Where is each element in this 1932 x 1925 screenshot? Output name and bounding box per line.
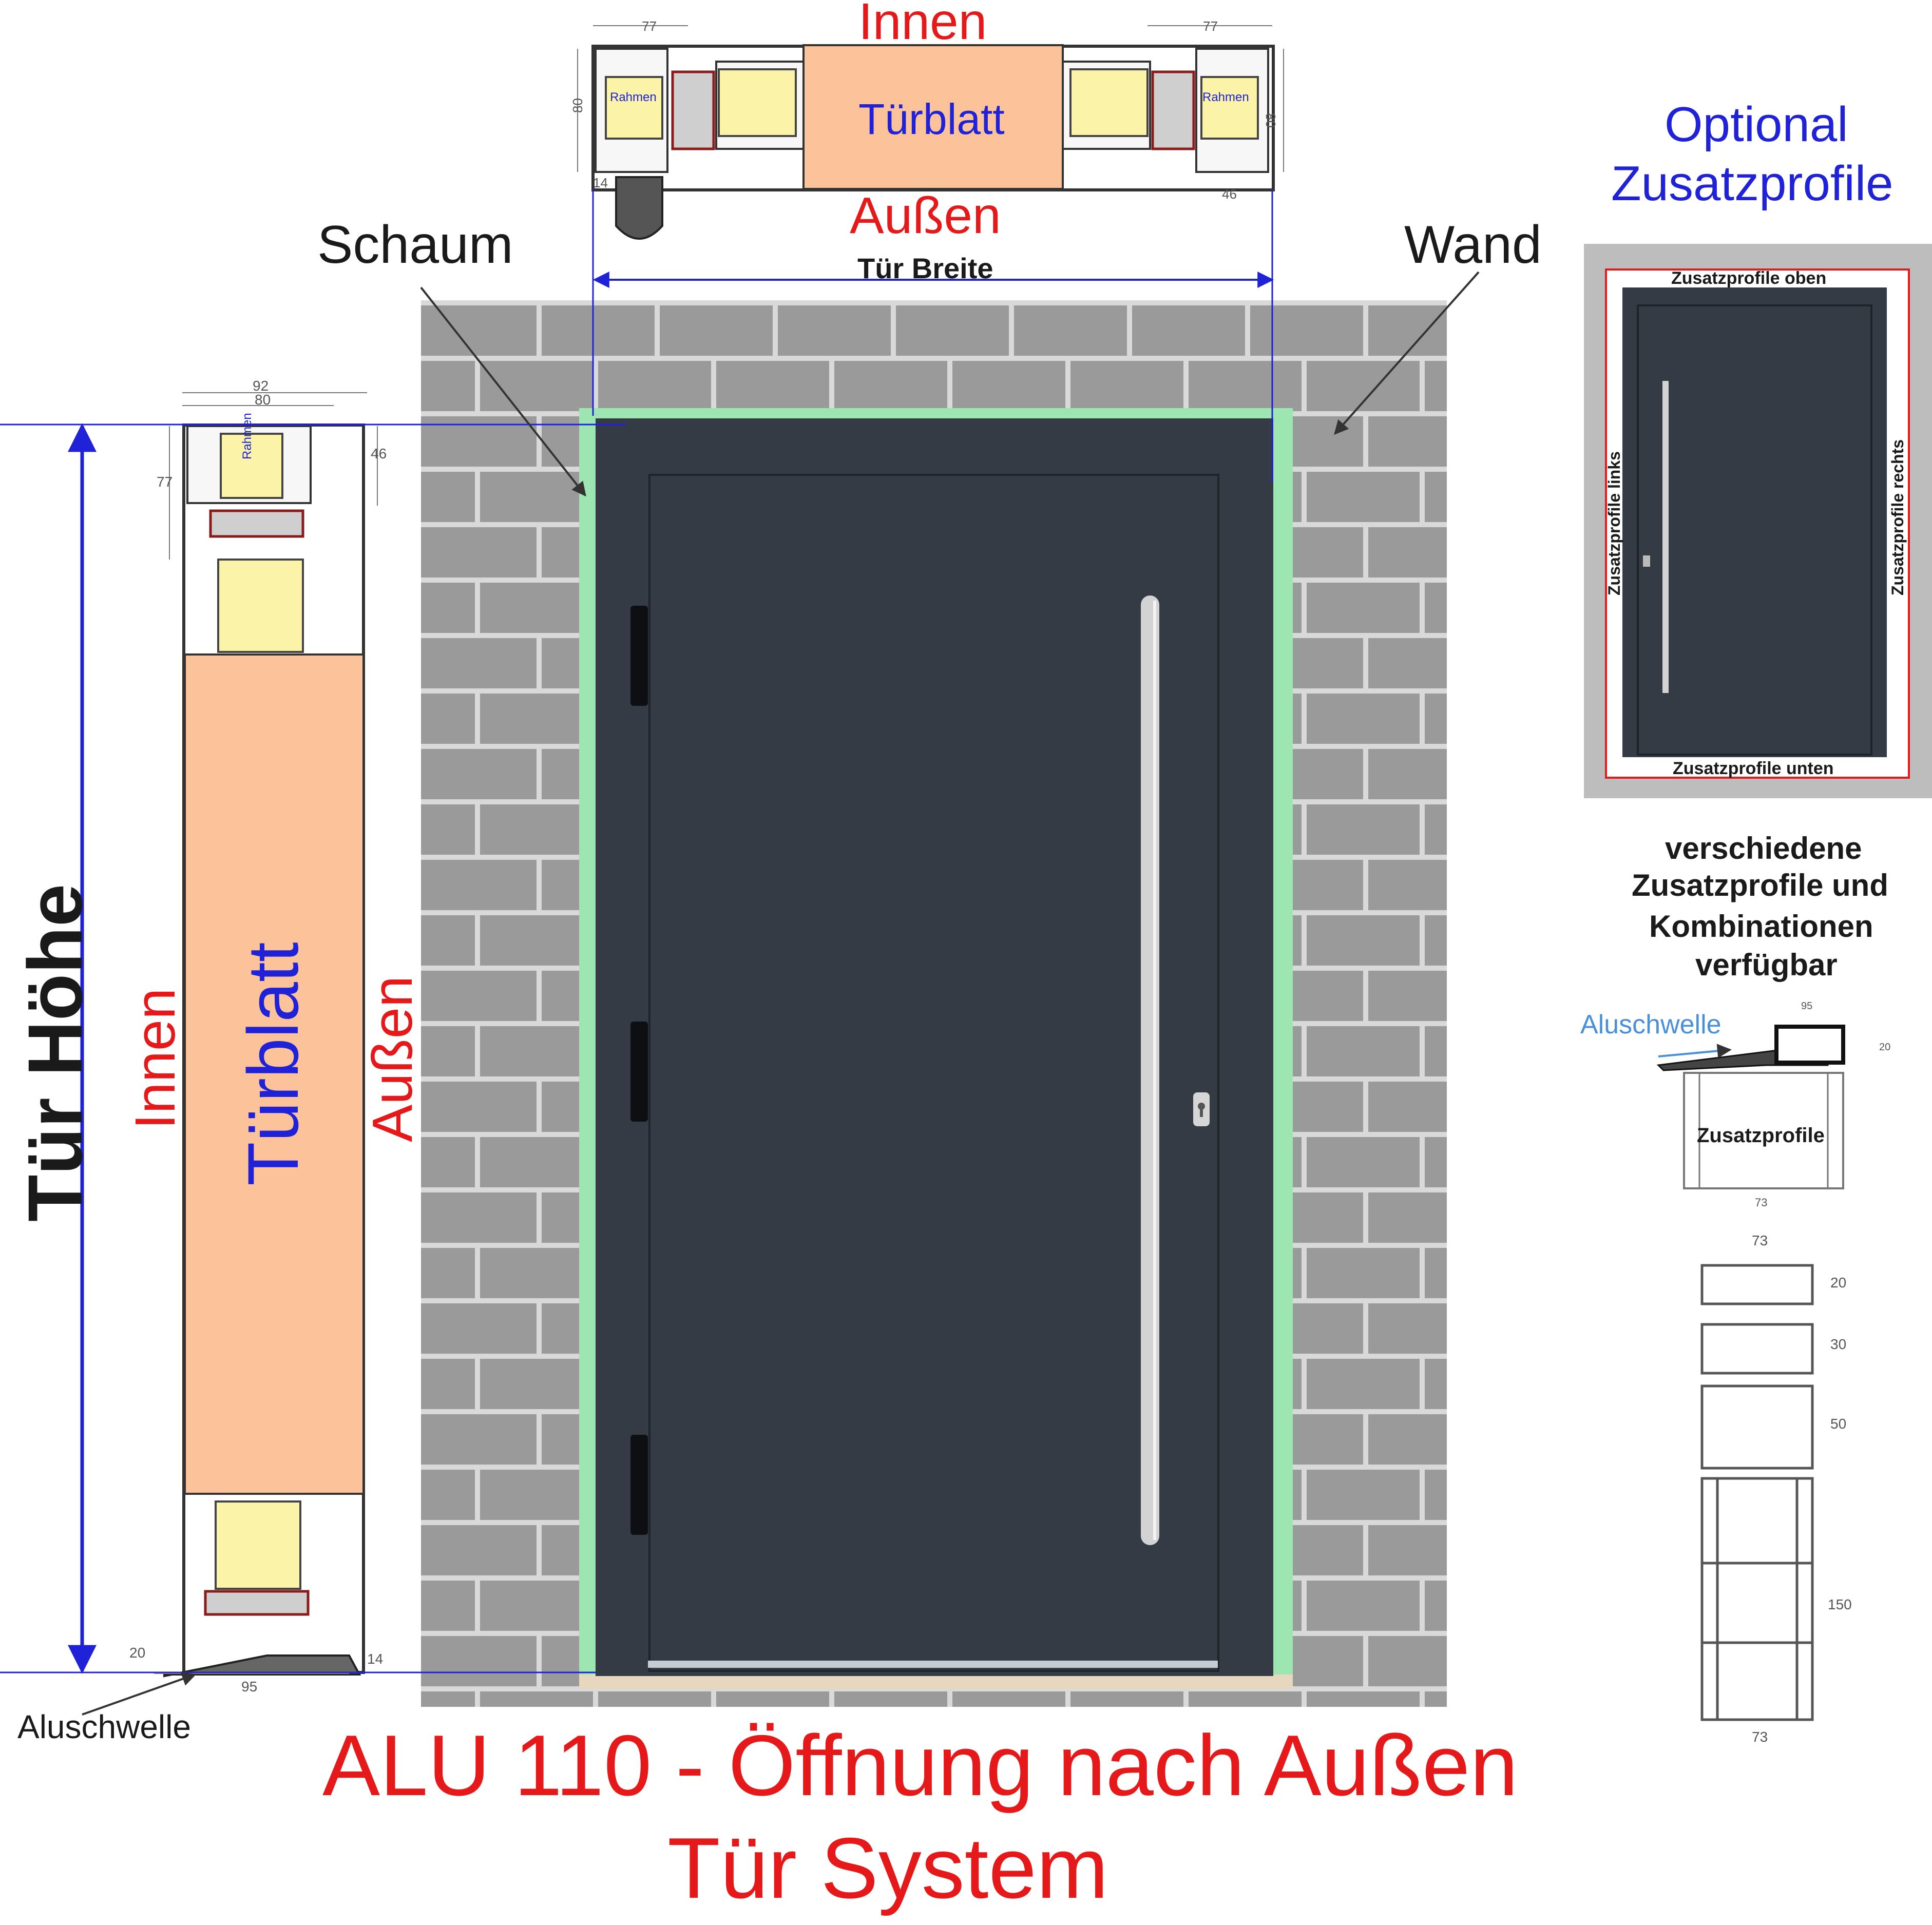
- title-line-2: Tür System: [667, 1820, 1108, 1916]
- label-tuer-breite: Tür Breite: [857, 252, 993, 284]
- label-innen-side: Innen: [124, 988, 187, 1129]
- dim-profile-height-50: 50: [1830, 1416, 1847, 1432]
- dim-sill-width: 95: [241, 1679, 258, 1695]
- dim-sill-offset: 14: [367, 1651, 384, 1667]
- label-innen-top: Innen: [858, 0, 987, 50]
- insulation: [215, 1500, 301, 1590]
- aluschwelle-pointer: [82, 1672, 197, 1716]
- dim-side-offset: 46: [371, 446, 387, 461]
- optional-top: Zusatzprofile oben: [1671, 268, 1827, 288]
- label-rahmen-side: Rahmen: [240, 413, 254, 459]
- insulation: [1200, 76, 1259, 140]
- label-tuerblatt-top: Türblatt: [858, 95, 1005, 143]
- label-rahmen-left: Rahmen: [610, 90, 657, 104]
- optional-right: Zusatzprofile rechts: [1888, 439, 1907, 595]
- insulation: [1069, 68, 1149, 137]
- dim-top-height-left: 80: [570, 98, 585, 113]
- dim-detail-sill-width: 95: [1801, 1000, 1813, 1012]
- label-aussen-side: Außen: [361, 975, 424, 1142]
- door: [596, 418, 1273, 1676]
- optional-note-3: Kombinationen: [1649, 909, 1873, 944]
- dim-side-total: 92: [253, 378, 269, 394]
- side-cross-section: [163, 424, 365, 1678]
- profile-sections: [1700, 1264, 1814, 1721]
- dim-detail-sill-height: 20: [1879, 1042, 1891, 1053]
- dim-detail-profile-width: 73: [1755, 1196, 1768, 1209]
- dim-top-offset-left: 14: [593, 175, 608, 190]
- insulation: [217, 559, 304, 653]
- hinge-middle: [630, 1022, 648, 1122]
- optional-note-2: Zusatzprofile und: [1632, 868, 1888, 902]
- threshold: [579, 1674, 1293, 1689]
- label-wand: Wand: [1404, 215, 1542, 275]
- dim-profiles-width-bottom: 73: [1752, 1729, 1768, 1745]
- hinge-top: [630, 606, 648, 706]
- aluschwelle-detail: [1656, 1025, 1845, 1189]
- dim-top-offset-right: 46: [1222, 186, 1237, 202]
- label-tuer-hoehe: Tür Höhe: [12, 883, 98, 1222]
- schaum-pointer: [420, 286, 586, 497]
- insulation: [605, 76, 663, 140]
- optional-aluschwelle: Aluschwelle: [1580, 1010, 1721, 1040]
- title-line-1: ALU 110 - Öffnung nach Außen: [322, 1717, 1518, 1814]
- wand-pointer: [1334, 271, 1480, 435]
- dim-top-left-width: 77: [642, 18, 657, 34]
- label-schaum: Schaum: [317, 215, 513, 275]
- dim-profiles-width-top: 73: [1752, 1233, 1768, 1248]
- dim-top-height-right: 80: [1263, 113, 1278, 128]
- lock-cylinder: [1193, 1092, 1210, 1126]
- optional-heading-1: Optional: [1665, 97, 1848, 152]
- dim-profile-height-150: 150: [1828, 1596, 1852, 1612]
- optional-profiles-drawing: [1584, 244, 1932, 798]
- dim-side-frame: 77: [157, 474, 173, 490]
- optional-note-1: verschiedene: [1665, 831, 1862, 865]
- optional-note-4: verfügbar: [1695, 948, 1838, 982]
- hinge-bottom: [630, 1435, 648, 1535]
- insulation: [220, 433, 283, 499]
- door-handle: [1141, 595, 1159, 1545]
- optional-bottom: Zusatzprofile unten: [1673, 759, 1834, 778]
- dim-top-right-width: 77: [1203, 18, 1218, 34]
- sill-profile: [163, 1654, 361, 1678]
- dim-profile-height-20: 20: [1830, 1275, 1847, 1291]
- optional-zusatzprofile: Zusatzprofile: [1697, 1124, 1825, 1147]
- dim-side-inner: 80: [255, 392, 271, 408]
- label-tuerblatt-side: Türblatt: [233, 942, 313, 1186]
- dim-sill-height: 20: [129, 1645, 146, 1661]
- optional-left: Zusatzprofile links: [1605, 451, 1623, 595]
- optional-heading-2: Zusatzprofile: [1611, 156, 1893, 211]
- label-aluschwelle: Aluschwelle: [17, 1708, 191, 1745]
- dim-profile-height-30: 30: [1830, 1336, 1847, 1352]
- label-aussen-top: Außen: [850, 187, 1001, 244]
- top-cross-section: [591, 44, 1275, 240]
- label-rahmen-right: Rahmen: [1202, 90, 1249, 104]
- insulation: [718, 68, 797, 137]
